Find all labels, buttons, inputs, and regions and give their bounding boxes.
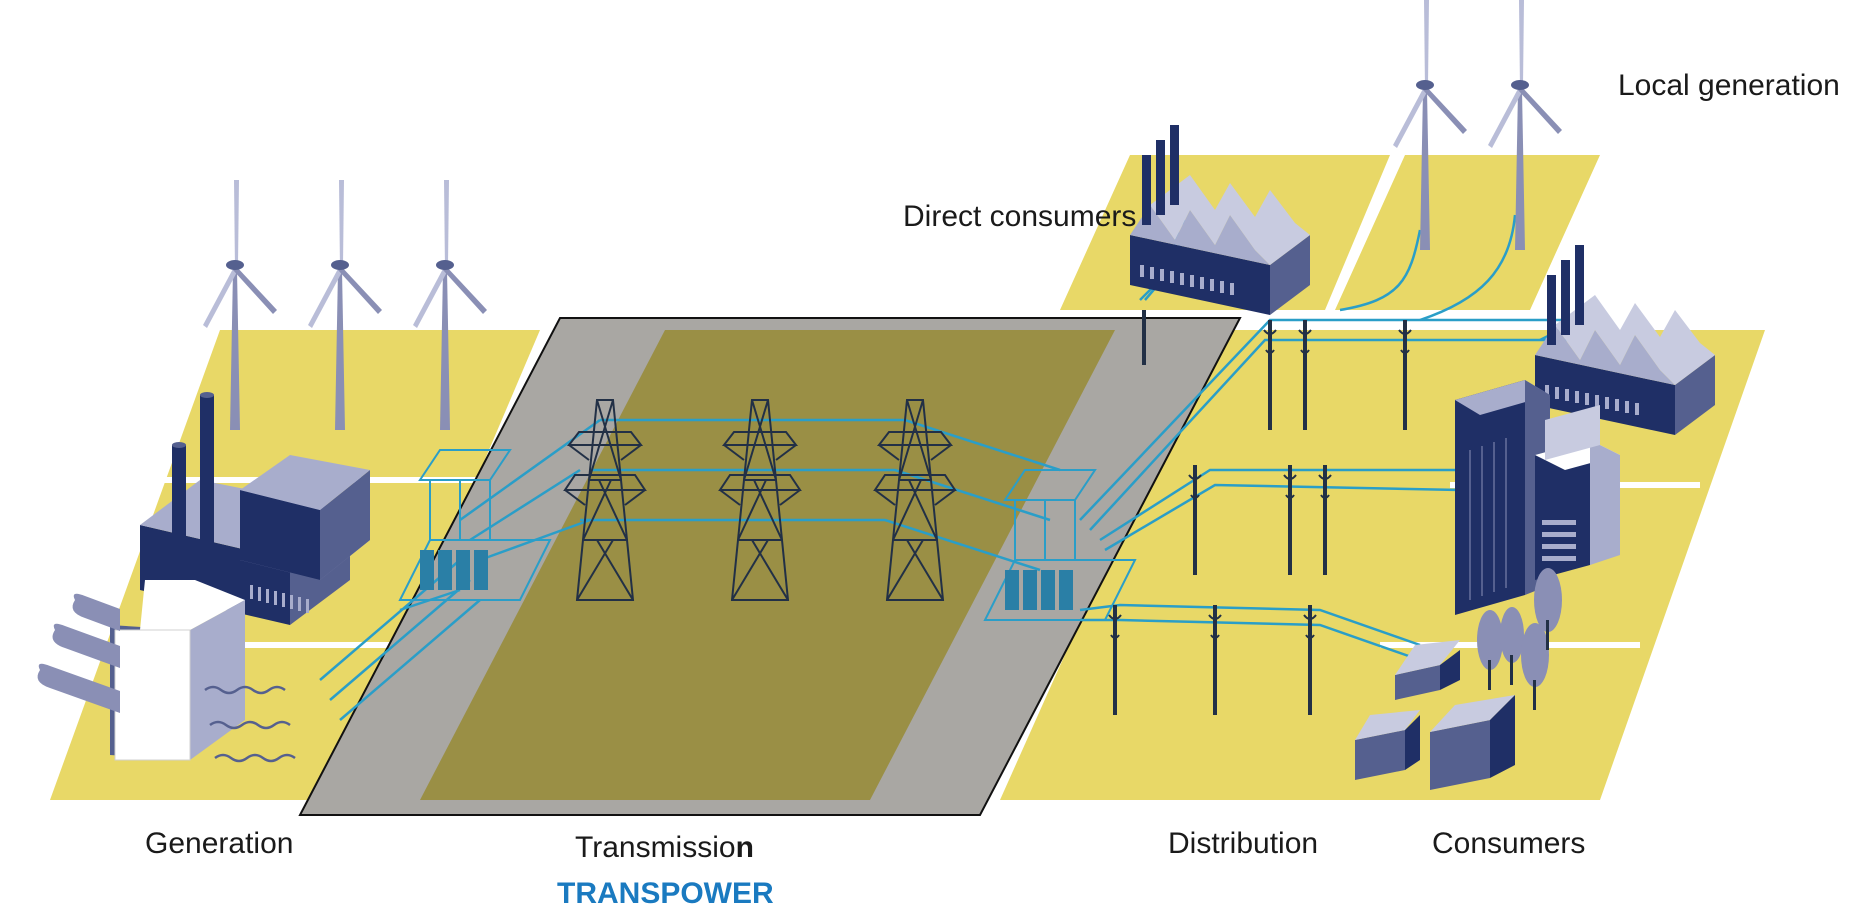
label-transmission-main: Transmissio	[575, 831, 736, 864]
label-direct-consumers: Direct consumers	[903, 200, 1137, 233]
label-generation: Generation	[145, 827, 294, 860]
direct-consumer-factory	[1130, 125, 1310, 315]
distribution-poles	[1108, 310, 1412, 716]
land-local-generation	[1335, 155, 1600, 310]
label-distribution: Distribution	[1168, 827, 1319, 860]
consumer-buildings	[1355, 245, 1715, 790]
label-consumers: Consumers	[1432, 827, 1586, 860]
label-transmission-tail: n	[735, 831, 754, 864]
label-transpower: TRANSPOWER	[557, 877, 774, 910]
thermal-power-plant	[37, 392, 370, 763]
label-local-generation: Local generation	[1618, 69, 1840, 102]
consumer-factory	[1535, 245, 1715, 435]
label-transmission: Transmission	[575, 833, 754, 863]
